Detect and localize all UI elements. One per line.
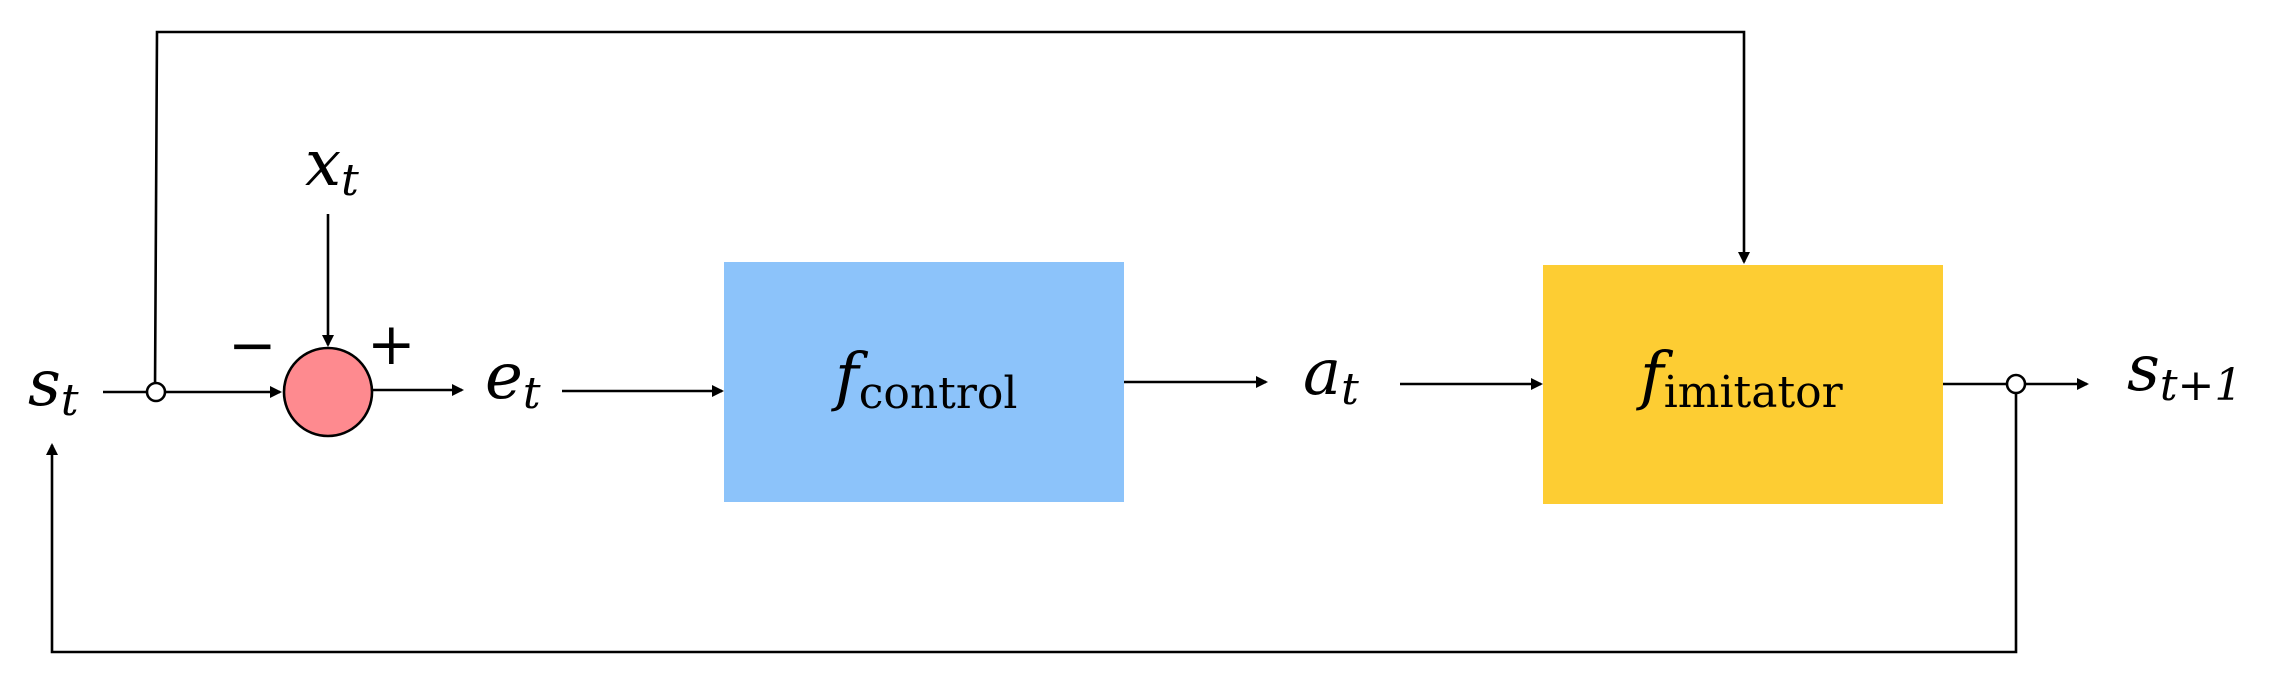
tap-point-state: [145, 381, 167, 403]
summing-junction: [282, 346, 374, 438]
label-target: xt: [305, 127, 359, 206]
label-plus: +: [367, 310, 416, 378]
label-state: st: [28, 347, 79, 426]
wire-state-feedback: [46, 385, 2018, 654]
label-control-block: fcontrol: [831, 340, 1017, 419]
control-block: [724, 262, 1124, 502]
label-next-state: st+1: [2127, 332, 2242, 411]
imitator-block: [1543, 265, 1943, 504]
wire-state-feedforward: [153, 30, 1750, 392]
tap-point-next-state: [2005, 373, 2027, 395]
label-action: at: [1303, 336, 1359, 415]
label-error: et: [485, 340, 541, 419]
label-minus: −: [228, 311, 277, 379]
